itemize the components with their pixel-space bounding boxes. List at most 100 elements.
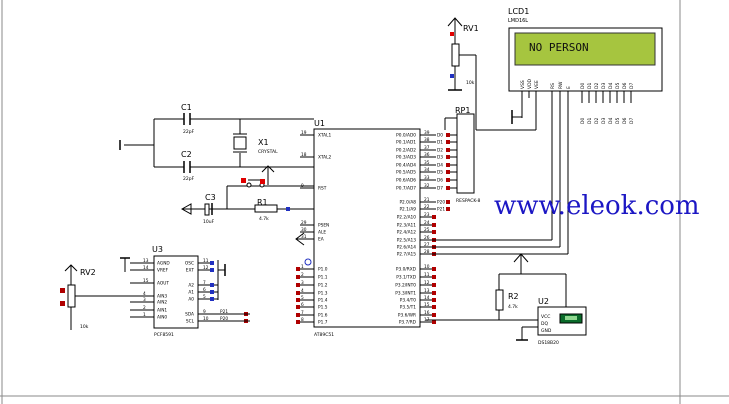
c1-ref: C1 [181, 103, 192, 112]
u1-net-marker [446, 186, 450, 190]
u1-pin-p37rd: P3.7/RD [399, 320, 417, 326]
u2-pin-vcc: VCC [541, 314, 550, 320]
u1-pin-number: 24 [424, 220, 430, 226]
u2-component[interactable]: U2 VCC DQ GND DS18B20 [516, 297, 587, 346]
u1-pin-xtal2: XTAL2 [318, 155, 331, 161]
u1-pin-number: 6 [301, 302, 304, 308]
u1-pin-marker [296, 320, 300, 324]
u1-pin-number: 34 [424, 167, 430, 173]
u1-pin-marker [432, 283, 436, 287]
u1-pin-marker [296, 305, 300, 309]
u1-pin-marker [432, 291, 436, 295]
u1-pin-number: 3 [301, 280, 304, 286]
reset-button-marker [241, 178, 246, 183]
u1-pin-number: 30 [301, 227, 307, 233]
u1-pin-p14: P1.4 [318, 298, 328, 304]
u1-pin-number: 11 [424, 272, 430, 278]
rv2-component[interactable]: RV2 10k [60, 264, 130, 330]
r2-ref: R2 [508, 292, 519, 301]
u1-pin-number: 8 [301, 317, 304, 323]
u1-pin-number: 18 [301, 152, 307, 158]
reset-section[interactable]: C3 10uF R1 4.7k [180, 165, 314, 225]
c2-value: 22pF [183, 176, 195, 182]
lcd-screen [514, 32, 656, 66]
u1-net-d6: D6 [437, 178, 443, 184]
u3-pin-number: 12 [203, 265, 209, 271]
lcd-data-net-d5: D5 [615, 118, 621, 124]
rv1-body [451, 43, 460, 67]
u1-pin-p25a13: P2.5/A13 [397, 238, 417, 244]
u1-pin-p30rxd: P3.0/RXD [396, 267, 417, 273]
rv2-adjust-marker [60, 301, 65, 306]
lcd-data-net-d3: D3 [601, 118, 607, 124]
u1-pin-number: 7 [301, 310, 304, 316]
r1-value: 4.7k [259, 216, 269, 222]
lcd-control-wires [426, 55, 569, 255]
u3-pin-osc: OSC [185, 261, 194, 267]
lcd-pin-e: E [566, 86, 572, 89]
u1-net-marker [446, 170, 450, 174]
u1-pin-number: 1 [301, 264, 304, 270]
lcd-pin-d5: D5 [615, 83, 621, 89]
reset-pin-marker [286, 207, 290, 211]
u1-pin-marker [296, 291, 300, 295]
lcd-pin-vee: VEE [534, 80, 540, 89]
u1-pin-p11: P1.1 [318, 275, 328, 281]
rp1-component[interactable]: RP1 RESPACK-8 [444, 106, 480, 204]
u1-pin-number: 4 [301, 288, 304, 294]
x1-body [233, 136, 247, 150]
u1-pin-marker [432, 267, 436, 271]
u3-pin-aout: AOUT [157, 281, 169, 287]
u1-net-d2: D2 [437, 148, 443, 154]
lcd-part: LMD16L [508, 18, 528, 24]
u1-pin-number: 39 [424, 130, 430, 136]
u1-pin-marker [296, 283, 300, 287]
u1-pin-marker [432, 275, 436, 279]
u1-net-marker [446, 148, 450, 152]
u3-pin-scl: SCL [186, 319, 195, 325]
u1-pin-marker [296, 267, 300, 271]
u3-net-p21: P21 [220, 309, 228, 315]
u1-pin-p15: P1.5 [318, 305, 328, 311]
lcd-data-net-d2: D2 [594, 118, 600, 124]
watermark-text: www.eleok.com [494, 191, 700, 221]
rv1-component[interactable]: RV1 10k [447, 17, 479, 91]
u1-pin-p21a9: P2.1/A9 [399, 207, 416, 213]
i2c-wires [214, 313, 250, 322]
u1-pin-number: 16 [424, 310, 430, 316]
u1-pin-p03ad3: P0.3/AD3 [396, 155, 416, 161]
u1-pin-p24a12: P2.4/A12 [397, 230, 417, 236]
u1-pin-marker [432, 320, 436, 324]
u1-pin-p26a14: P2.6/A14 [397, 245, 417, 251]
u1-pin-psen: PSEN [318, 223, 329, 229]
rv2-body [67, 284, 76, 308]
u1-pin-p20a8: P2.0/A8 [399, 200, 416, 206]
u3-pin-marker [210, 297, 214, 301]
u3-pin-sda: SDA [185, 312, 194, 318]
u1-pin-ea: EA [318, 237, 324, 243]
u1-pin-p33int1: P3.3/INT1 [395, 291, 416, 297]
u1-pin-p12: P1.2 [318, 283, 328, 289]
u1-pin-p27a15: P2.7/A15 [397, 252, 417, 258]
lcd-ref: LCD1 [508, 7, 529, 16]
u1-pin-number: 27 [424, 242, 430, 248]
rv1-pin-marker [450, 74, 454, 78]
lcd-pin-d7: D7 [629, 83, 635, 89]
lcd-data-net-d7: D7 [629, 118, 635, 124]
u2-pin-gnd: GND [541, 328, 552, 334]
u1-pin-number: 10 [424, 264, 430, 270]
u1-pin-marker [296, 313, 300, 317]
u1-pin-number: 2 [301, 272, 304, 278]
rp1-body [456, 113, 475, 194]
oscillator-section[interactable]: C1 22pF C2 22pF X1 CRYSTAL [119, 103, 314, 182]
rp1-part: RESPACK-8 [456, 198, 480, 204]
rv1-pin-marker [450, 32, 454, 36]
reset-button-marker [260, 179, 265, 184]
